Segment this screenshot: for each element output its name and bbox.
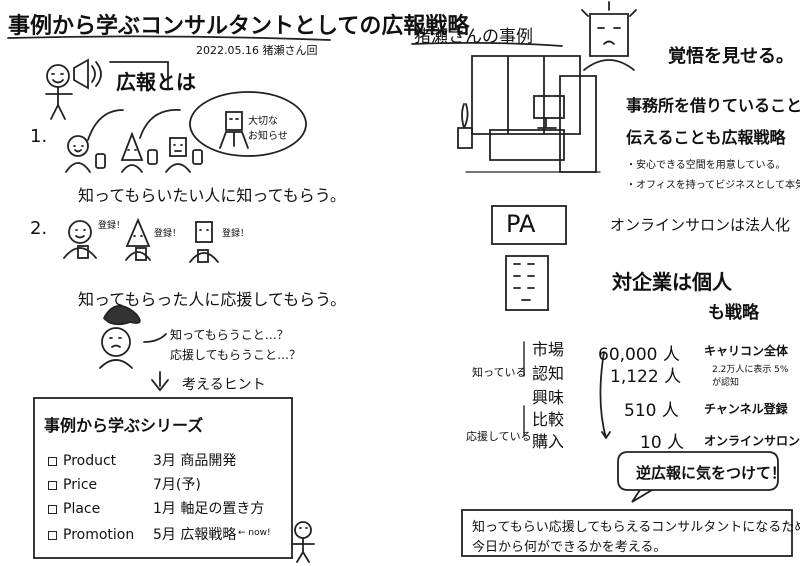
series-title: 事例から学ぶシリーズ: [44, 416, 204, 435]
principle-2: 知ってもらった人に応援してもらう。: [78, 290, 347, 309]
question-2: 応援してもらうこと…？: [170, 348, 302, 362]
register-tag: 登録！: [222, 229, 250, 239]
b2b-label-2: も戦略: [708, 303, 759, 323]
funnel-side-label: 応援している: [466, 430, 532, 443]
number-2: 2.: [30, 218, 48, 239]
funnel-stage: 購入: [532, 432, 565, 451]
principle-1: 知ってもらいたい人に知ってもらう。: [78, 186, 346, 205]
office-illustration: [457, 55, 601, 173]
question-1: 知ってもらうこと…？: [170, 328, 289, 342]
down-arrow-icon: [151, 371, 169, 392]
funnel-note: キャリコン全体: [704, 344, 789, 358]
funnel-note: チャンネル登録: [704, 402, 788, 416]
warning-bubble: [617, 451, 779, 503]
person-square-icon: [189, 221, 219, 263]
checkbox-square-icon: [48, 456, 57, 466]
funnel-note: 2.2万人に表示 5%が認知: [712, 365, 789, 388]
surprised-person-icon: [581, 1, 637, 71]
funnel-value: 510 人: [624, 401, 679, 421]
heading-bracket: [109, 61, 169, 89]
resolve-label: 覚悟を見せる。: [668, 46, 794, 67]
checkbox-square-icon: [48, 530, 57, 540]
checkbox-square-icon: [48, 504, 57, 514]
hint-label: 考えるヒント: [182, 377, 266, 393]
suit-person-icon: [219, 111, 249, 149]
bubble-text-2: お知らせ: [248, 131, 288, 142]
funnel-stage: 市場: [532, 340, 565, 359]
series-box-frame: [33, 397, 293, 559]
funnel-value: 1,122 人: [610, 367, 682, 387]
number-1: 1.: [30, 126, 48, 147]
page-title: 事例から学ぶコンサルタントとしての広報戦略: [8, 14, 470, 39]
warning-text: 逆広報に気をつけて！: [636, 464, 787, 482]
conclusion-line-1: 知ってもらい応援してもらえるコンサルタントになるために: [472, 520, 800, 535]
funnel-stage: 興味: [532, 388, 565, 407]
funnel-stage: 認知: [532, 364, 565, 383]
funnel-arrow-icon: [599, 351, 611, 439]
speech-bubble: [189, 91, 307, 157]
speech-line: [87, 109, 124, 141]
title-underline: [7, 35, 331, 41]
stick-person-icon: [291, 521, 315, 563]
funnel-note: オンラインサロン: [704, 434, 800, 448]
pa-label: PA: [506, 210, 536, 238]
office-line-1: 事務所を借りていることを: [626, 96, 800, 115]
koho-heading: 広報とは: [116, 70, 196, 94]
funnel-stage: 比較: [532, 410, 565, 429]
person-round-icon: [63, 220, 97, 259]
building-icon: [505, 255, 549, 311]
register-tag: 登録！: [98, 221, 126, 231]
person-square-icon: [165, 137, 203, 173]
office-line-2: 伝えることも広報戦略: [626, 128, 786, 147]
thought-line: [143, 333, 167, 343]
speech-line: [139, 109, 181, 139]
pa-box: [491, 205, 567, 245]
office-bullet-1: ・安心できる空間を用意している。: [626, 160, 786, 171]
checkbox-square-icon: [48, 480, 57, 490]
conclusion-line-2: 今日から何ができるかを考える。: [472, 540, 667, 555]
person-triangle-icon: [125, 217, 151, 261]
conclusion-frame: [461, 509, 793, 557]
office-bullet-2: ・オフィスを持ってビジネスとして本気。: [626, 180, 800, 191]
person-round-icon: [65, 135, 106, 173]
worried-person-icon: [99, 305, 141, 369]
case-title: 猪瀬さんの事例: [414, 27, 533, 47]
bubble-text-1: 大切な: [248, 116, 278, 127]
funnel-value: 10 人: [640, 433, 685, 453]
funnel-value: 60,000 人: [598, 345, 680, 365]
salon-corporation: オンラインサロンは法人化: [610, 216, 791, 234]
now-marker: ← now!: [238, 528, 271, 538]
megaphone-person-icon: [45, 58, 102, 120]
case-underline: [411, 41, 563, 47]
date-author: 2022.05.16 猪瀬さん回: [196, 44, 318, 57]
person-triangle-icon: [120, 131, 158, 173]
b2b-label: 対企業は個人: [612, 270, 732, 294]
register-tag: 登録！: [154, 229, 182, 239]
funnel-side-label: 知っている: [472, 366, 527, 379]
